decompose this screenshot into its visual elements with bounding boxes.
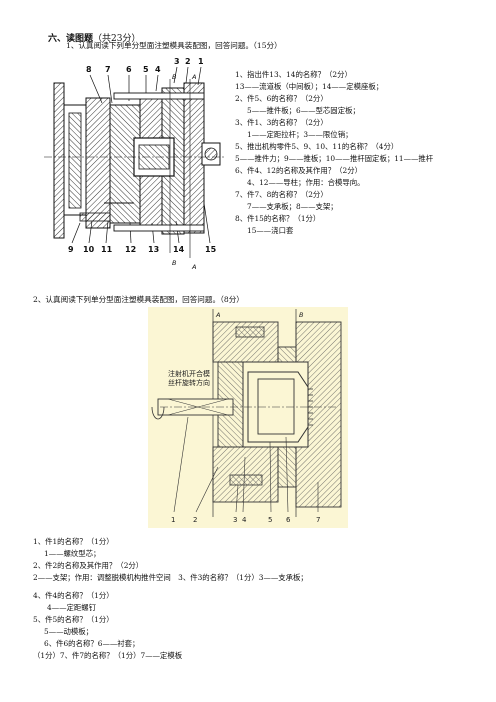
- q1-line-4: 5——推件板；6——型芯固定板；: [247, 106, 360, 115]
- mold-assembly-figure-2: 注射机开合模 丝杆旋转方向 1 2 3 4 5 6 7 A B: [148, 307, 348, 528]
- q1-line-6: 1——定距拉杆；3——限位销；: [247, 130, 353, 139]
- q2-line-6: 4——定距螺钉: [47, 603, 97, 612]
- q2-line-7: 5、件5的名称？（1分）: [33, 615, 114, 624]
- fig2-section-b: B: [299, 311, 304, 319]
- fig1-label-7: 7: [105, 65, 111, 74]
- fig1-label-1: 1: [198, 57, 204, 66]
- mold-assembly-figure-1: 8 7 6 5 4 3 2 1 9 10 11 12 13 14 15 B A …: [44, 57, 226, 271]
- q2-line-2: 1——螺纹型芯；: [44, 549, 101, 558]
- q1-prompt: 1、认真阅读下列单分型面注塑模具装配图，回答问题。（15分）: [66, 41, 282, 50]
- fig1-section-b-bottom: B: [172, 259, 177, 267]
- q2-line-3: 2、件2的名称及其作用？（2分）: [33, 561, 144, 570]
- q1-line-2: 13——流道板（中间板）；14——定模座板；: [235, 82, 384, 91]
- q2-prompt: 2、认真阅读下列单分型面注塑模具装配图，回答问题。（8分）: [33, 295, 244, 304]
- fig1-label-15: 15: [205, 245, 217, 254]
- fig1-label-14: 14: [173, 245, 185, 254]
- fig1-section-b-top: B: [172, 73, 177, 81]
- q2-line-4: 2——支架；作用：调整脱模机构推件空间 3、件3的名称？（1分）3——支承板；: [33, 573, 308, 582]
- fig1-label-3: 3: [174, 57, 180, 66]
- fig1-label-6: 6: [126, 65, 132, 74]
- fig2-note-line-1: 注射机开合模: [168, 369, 210, 378]
- q2-line-10: （1分）7、件7的名称？（1分）7——定模板: [33, 651, 183, 660]
- q1-line-9: 6、件4、12的名称及其作用？（2分）: [235, 166, 362, 175]
- fig1-label-5: 5: [143, 65, 149, 74]
- q1-line-11: 7、件7、8的名称？（2分）: [235, 190, 328, 199]
- fig2-note-line-2: 丝杆旋转方向: [168, 378, 210, 387]
- fig1-label-4: 4: [155, 65, 161, 74]
- q1-line-10: 4、12——导柱；作用：合模导向。: [247, 178, 365, 187]
- q2-line-1: 1、件1的名称？（1分）: [33, 537, 114, 546]
- fig2-label-7: 7: [316, 516, 320, 524]
- fig2-label-6: 6: [286, 516, 291, 524]
- q1-line-7: 5、推出机构零件5、9、10、11的名称？（4分）: [235, 142, 399, 151]
- fig2-label-3: 3: [233, 516, 237, 524]
- fig2-label-1: 1: [171, 516, 175, 524]
- fig1-label-12: 12: [125, 245, 136, 254]
- q1-line-14: 15——浇口套: [247, 226, 294, 235]
- section-heading: 六、读图题（共23分）: [48, 34, 141, 44]
- fig1-section-a-bottom: A: [191, 263, 196, 271]
- q2-line-5: 4、件4的名称？（1分）: [33, 591, 114, 600]
- fig1-label-8: 8: [86, 65, 92, 74]
- fig1-section-a-top: A: [191, 73, 196, 81]
- q1-line-12: 7——支承板；8——支架；: [247, 202, 338, 211]
- fig2-label-5: 5: [268, 516, 272, 524]
- fig2-label-2: 2: [193, 516, 197, 524]
- q1-line-8: 5——推件力；9——推板；10——推杆固定板；11——推杆: [235, 154, 434, 163]
- fig1-label-10: 10: [83, 245, 95, 254]
- q1-line-13: 8、件15的名称？（1分）: [235, 214, 321, 223]
- fig1-label-2: 2: [185, 57, 191, 66]
- fig2-label-4: 4: [242, 516, 247, 524]
- fig1-label-11: 11: [101, 245, 113, 254]
- q1-line-3: 2、件5、6的名称？（2分）: [235, 94, 328, 103]
- fig2-section-a: A: [215, 311, 220, 319]
- q1-line-1: 1、指出件13、14的名称？（2分）: [235, 70, 352, 79]
- q2-line-8: 5——动模板；: [44, 627, 94, 636]
- q1-line-5: 3、件1、3的名称？（2分）: [235, 118, 328, 127]
- fig1-label-13: 13: [148, 245, 159, 254]
- fig1-label-9: 9: [68, 245, 74, 254]
- q2-line-9: 6、件6的名称？6——衬套；: [44, 639, 140, 648]
